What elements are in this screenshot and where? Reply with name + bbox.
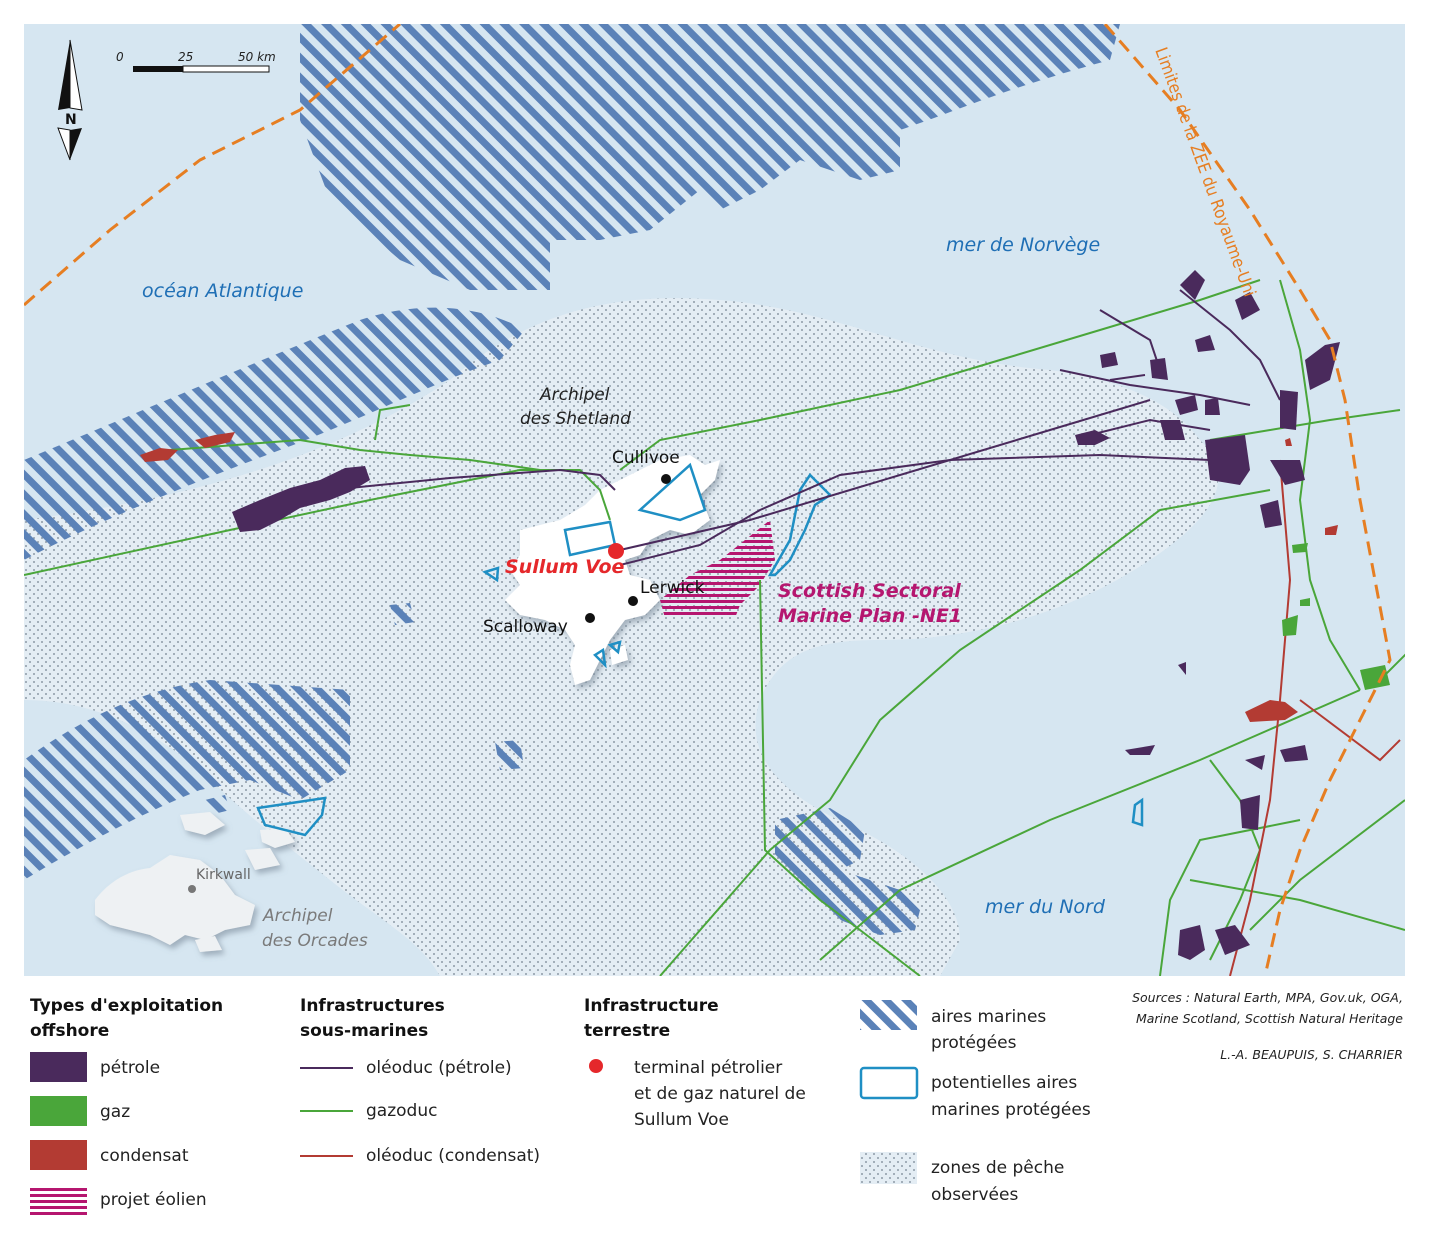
sources-authors: L.-A. BEAUPUIS, S. CHARRIER <box>1220 1047 1403 1062</box>
scalloway-marker <box>585 613 595 623</box>
mpa-southwest-band <box>24 680 350 880</box>
sources-line-2: Marine Scotland, Scottish Natural Herita… <box>1136 1011 1403 1026</box>
gas-fields <box>1282 543 1390 690</box>
legend-fishing-2: observées <box>931 1185 1018 1205</box>
north-arrow: N <box>57 39 83 161</box>
zee-limit-east <box>1103 24 1392 976</box>
legend-fishing-1: zones de pêche <box>931 1158 1064 1178</box>
condensate-fields <box>140 432 1338 722</box>
legend-gas: gaz <box>100 1102 130 1122</box>
sullum-voe-terminal-marker <box>608 543 624 559</box>
oil-pipelines <box>329 289 1281 566</box>
condensate-pipelines <box>1229 459 1401 976</box>
scale-tick-50: 50 km <box>238 50 276 64</box>
label-wind-1: Scottish Sectoral <box>778 580 961 602</box>
legend-head-infra-sub-2: sous-marines <box>300 1021 428 1041</box>
mpa-small-1 <box>390 603 415 625</box>
legend-head-infra-ter-2: terrestre <box>584 1021 670 1041</box>
legend-swatch-mpa <box>860 1000 917 1030</box>
label-norway-sea: mer de Norvège <box>946 234 1100 256</box>
mpa-orkney <box>205 795 230 815</box>
kirkwall-marker <box>188 885 196 893</box>
label-north-sea: mer du Nord <box>985 896 1106 918</box>
wind-project-ne1 <box>660 520 775 618</box>
legend-swatch-condensate <box>30 1140 87 1170</box>
legend-oil: pétrole <box>100 1058 160 1078</box>
legend-terminal-3: Sullum Voe <box>634 1110 729 1130</box>
legend-terminal-marker <box>589 1059 603 1073</box>
lerwick-marker <box>628 596 638 606</box>
label-sullum-voe: Sullum Voe <box>505 556 625 578</box>
legend-gas-pipeline: gazoduc <box>366 1101 437 1121</box>
legend-head-infra-ter-1: Infrastructure <box>584 996 719 1016</box>
legend-head-exploitation-2: offshore <box>30 1021 109 1041</box>
oil-fields <box>232 270 1340 960</box>
legend-terminal-2: et de gaz naturel de <box>634 1084 806 1104</box>
label-lerwick: Lerwick <box>640 578 705 598</box>
label-wind-2: Marine Plan -NE1 <box>778 605 962 627</box>
legend-wind: projet éolien <box>100 1190 207 1210</box>
legend-swatch-potential-mpa <box>859 1066 919 1100</box>
cullivoe-marker <box>661 474 671 484</box>
label-shetland-2: des Shetland <box>520 409 631 429</box>
legend-head-exploitation-1: Types d'exploitation <box>30 996 223 1016</box>
north-letter: N <box>65 112 77 128</box>
legend-swatch-oil <box>30 1052 87 1082</box>
scale-bar: 0 25 50 km <box>116 50 276 73</box>
label-shetland-1: Archipel <box>539 385 610 405</box>
legend: Types d'exploitation offshore pétrole ga… <box>30 990 1403 1215</box>
legend-swatch-gas <box>30 1096 87 1126</box>
legend-mpa-2: protégées <box>931 1033 1017 1053</box>
label-orkney-2: des Orcades <box>262 931 368 951</box>
legend-potential-mpa-2: marines protégées <box>931 1100 1091 1120</box>
orkney-islands <box>95 812 295 952</box>
zee-limit <box>24 24 401 307</box>
mpa-small-2 <box>495 740 524 770</box>
legend-condensate-pipeline: oléoduc (condensat) <box>366 1146 540 1166</box>
label-cullivoe: Cullivoe <box>612 448 680 468</box>
legend-mpa-1: aires marines <box>931 1007 1046 1027</box>
legend-oil-pipeline: oléoduc (pétrole) <box>366 1058 512 1078</box>
label-kirkwall: Kirkwall <box>196 867 251 883</box>
mpa-north-band <box>300 24 1120 290</box>
legend-condensate: condensat <box>100 1146 189 1166</box>
mpa-atlantic-band <box>24 307 525 560</box>
sources-line-1: Sources : Natural Earth, MPA, Gov.uk, OG… <box>1132 990 1403 1005</box>
legend-swatch-wind <box>30 1185 87 1215</box>
legend-swatch-fishing <box>860 1152 917 1184</box>
legend-terminal-1: terminal pétrolier <box>634 1058 782 1078</box>
scale-tick-0: 0 <box>116 50 124 64</box>
label-atlantic: océan Atlantique <box>142 280 303 302</box>
label-scalloway: Scalloway <box>483 617 568 637</box>
label-orkney-1: Archipel <box>262 906 333 926</box>
gas-pipelines <box>24 279 1405 976</box>
scale-tick-25: 25 <box>178 50 193 64</box>
legend-head-infra-sub-1: Infrastructures <box>300 996 445 1016</box>
legend-potential-mpa-1: potentielles aires <box>931 1073 1077 1093</box>
